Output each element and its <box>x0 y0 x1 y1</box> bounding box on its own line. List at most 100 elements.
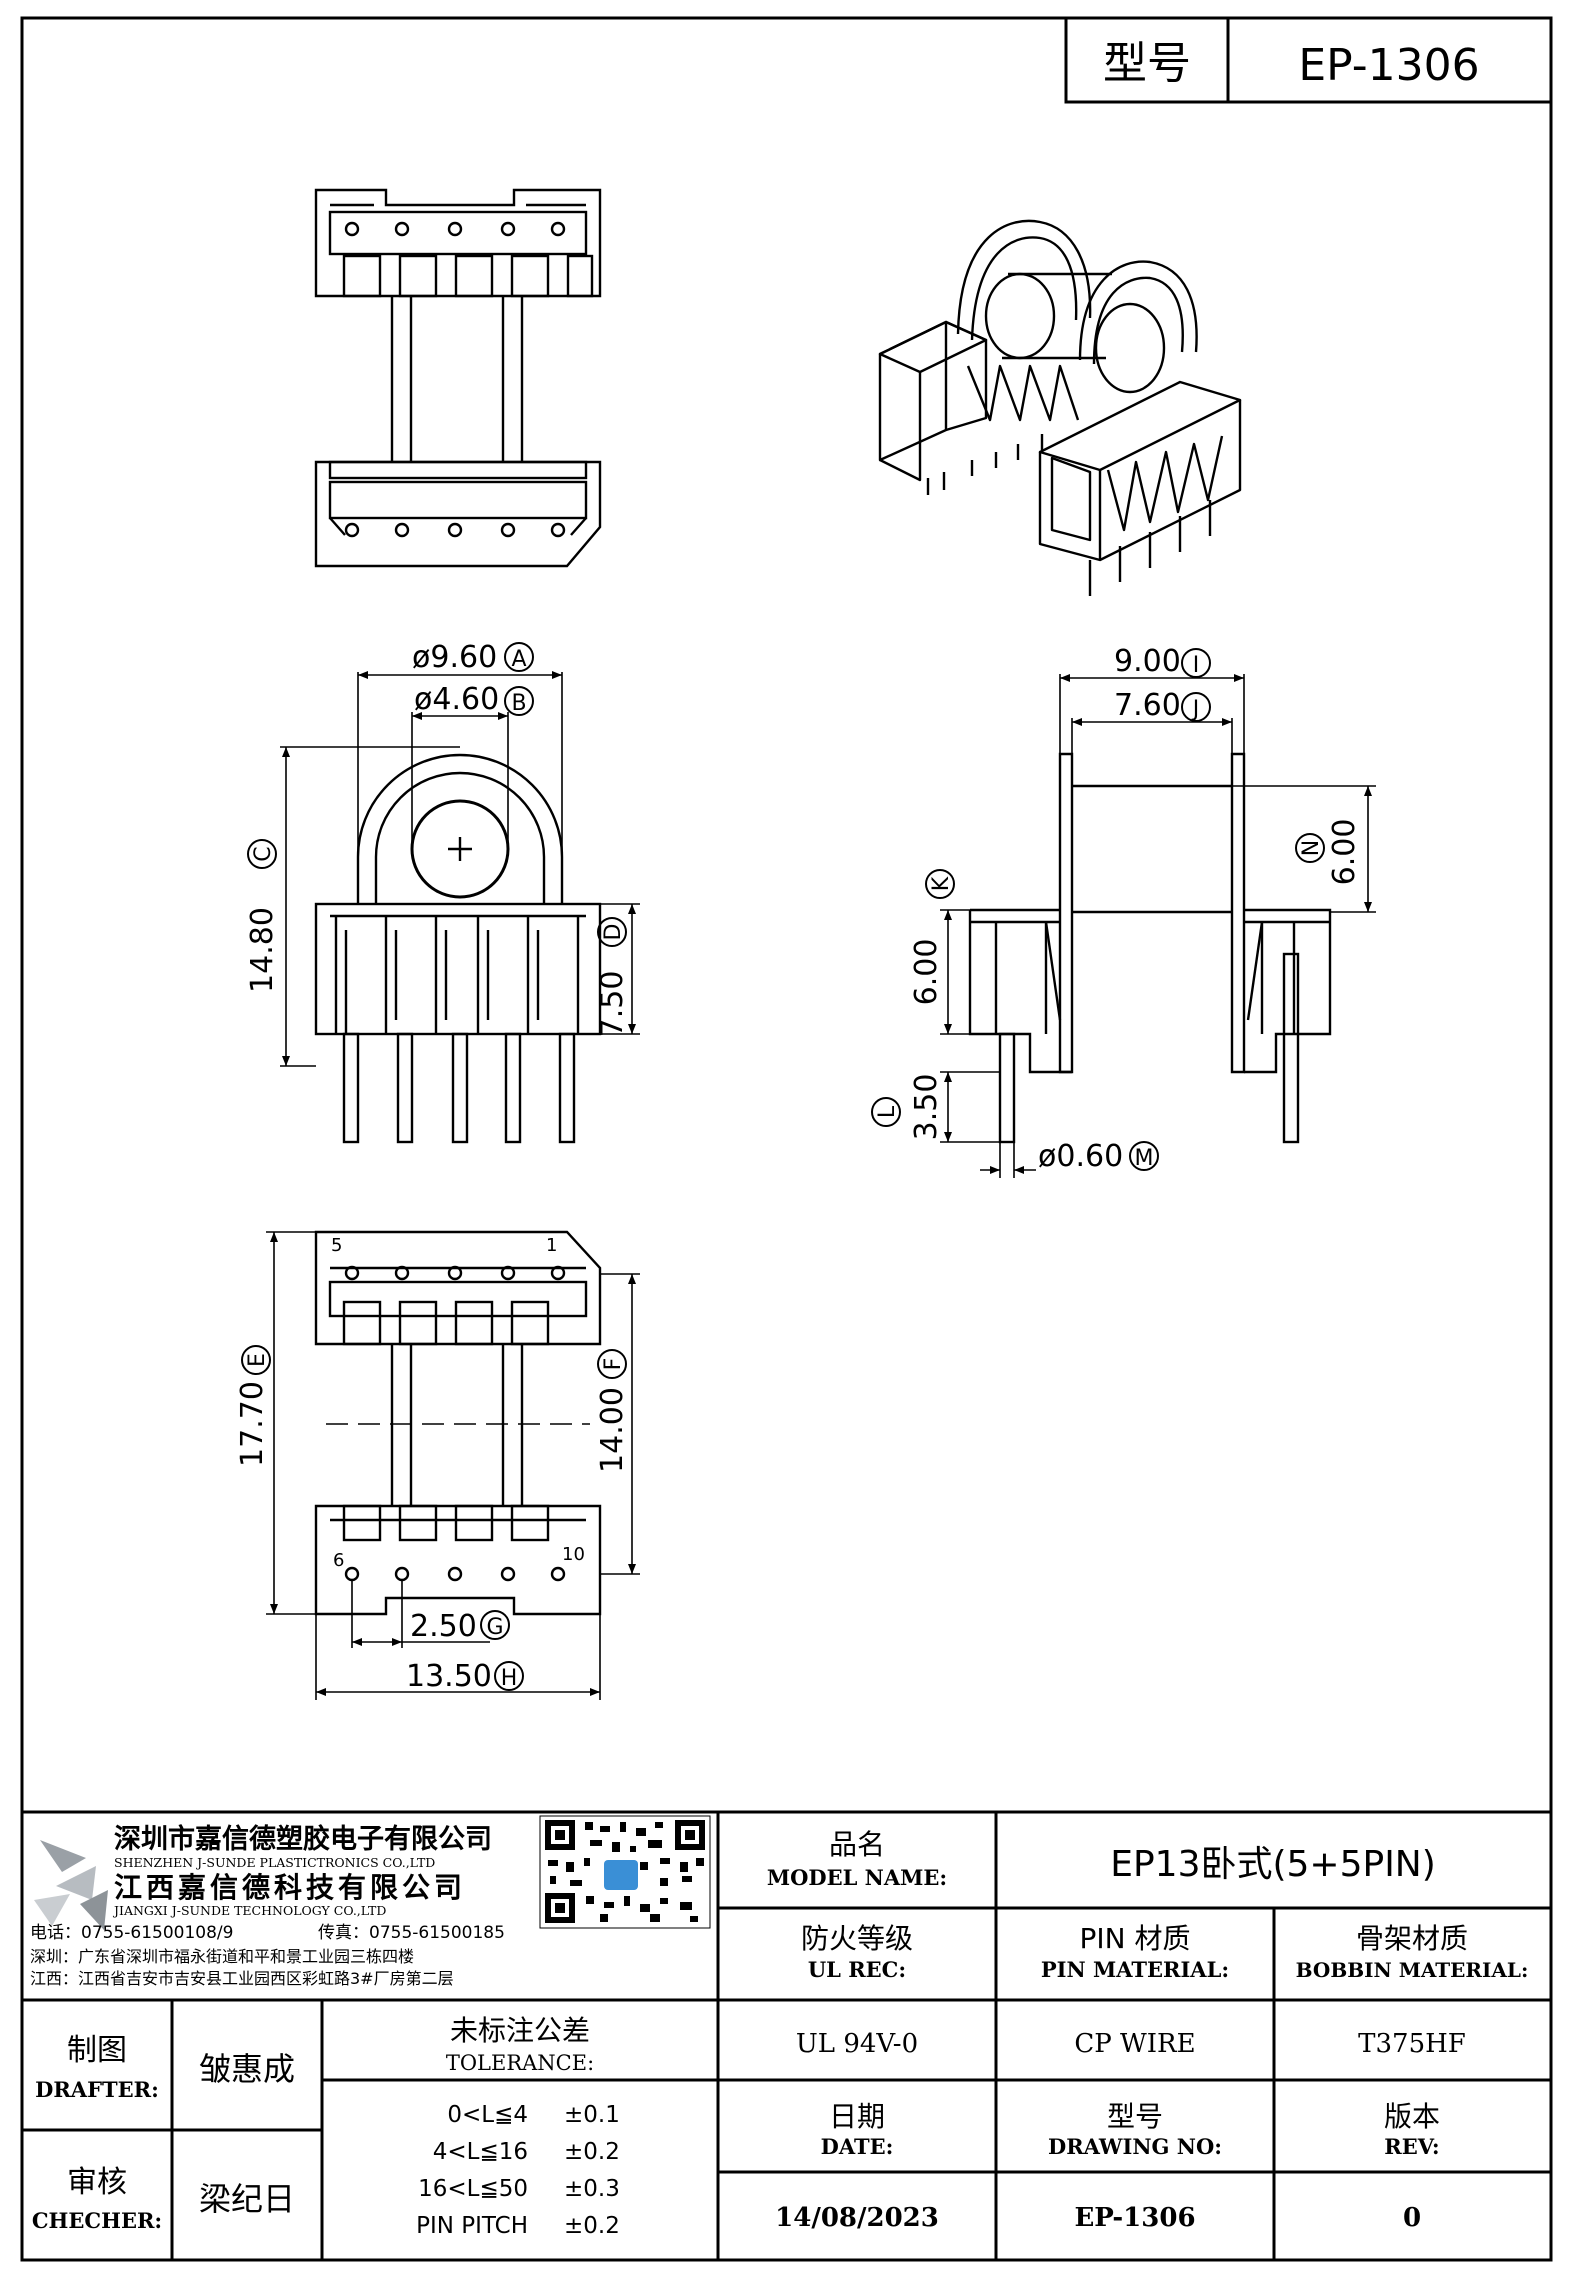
date-label-cn: 日期 <box>829 2100 885 2133</box>
dim-b-tag: B <box>511 691 526 716</box>
company-tel: 电话：0755-61500108/9 <box>30 1923 233 1943</box>
company-name-cn-1: 深圳市嘉信德塑胶电子有限公司 <box>114 1823 492 1855</box>
bobbin-material-label-en: BOBBIN MATERIAL: <box>1296 1958 1529 1982</box>
pin-6-label: 6 <box>333 1550 344 1571</box>
bottom-dims <box>266 1231 640 1700</box>
bobbin-material-label-cn: 骨架材质 <box>1356 1922 1468 1955</box>
bottom-dim-labels: 17.70 E 14.00 F 2.50 G 13.50 H <box>235 1345 630 1694</box>
company-logo <box>34 1840 108 1930</box>
dim-e-value: 17.70 <box>235 1381 270 1467</box>
pin-material-value: CP WIRE <box>1074 2029 1195 2059</box>
qr-code <box>539 1815 711 1929</box>
model-name-label-cn: 品名 <box>829 1828 885 1861</box>
title-block <box>22 1810 1551 2260</box>
company-fax: 传真：0755-61500185 <box>318 1923 505 1943</box>
drafter-name: 皱惠成 <box>199 2050 295 2088</box>
drawing-no-label-cn: 型号 <box>1107 2100 1163 2133</box>
bobbin-material-value: T375HF <box>1358 2029 1466 2059</box>
date-value: 14/08/2023 <box>775 2203 939 2233</box>
dim-a-value: ø9.60 <box>412 640 497 675</box>
tolerance-range: PIN PITCH <box>416 2213 528 2239</box>
ul-label-en: UL REC: <box>808 1957 906 1982</box>
drawing-no-label-en: DRAWING NO: <box>1048 2134 1222 2159</box>
dim-m-tag: M <box>1135 1146 1154 1171</box>
front-dims <box>280 671 640 1067</box>
drawing-no-value: EP-1306 <box>1074 2203 1195 2233</box>
dim-g-tag: G <box>486 1615 503 1640</box>
dim-k-value: 6.00 <box>909 939 944 1006</box>
drafter-label-cn: 制图 <box>67 2033 127 2068</box>
dim-n-value: 6.00 <box>1327 819 1362 886</box>
front-dim-labels: ø9.60 A ø4.60 B 14.80 C 7.50 D <box>245 640 630 1037</box>
dim-e-tag: E <box>245 1353 270 1367</box>
tolerance-label-en: TOLERANCE: <box>446 2051 594 2075</box>
tolerance-value: ±0.1 <box>564 2102 620 2128</box>
company-name-en-1: SHENZHEN J-SUNDE PLASTICTRONICS CO.,LTD <box>114 1855 435 1870</box>
model-box: 型号 EP-1306 <box>1064 16 1553 104</box>
pin-5-label: 5 <box>331 1235 342 1256</box>
drafter-label-en: DRAFTER: <box>35 2077 159 2102</box>
date-label-en: DATE: <box>821 2134 894 2159</box>
side-dim-labels: 9.00 I 7.60 J 6.00 N K 6.00 3.50 L ø0.60… <box>871 644 1362 1174</box>
model-box-value: EP-1306 <box>1298 40 1479 91</box>
dim-m-value: ø0.60 <box>1038 1139 1123 1174</box>
pin-material-label-cn: PIN 材质 <box>1080 1922 1191 1955</box>
dim-d-tag: D <box>601 924 626 941</box>
dim-i-tag: I <box>1193 653 1200 678</box>
model-name-label-en: MODEL NAME: <box>767 1865 947 1890</box>
dim-j-tag: J <box>1191 697 1200 722</box>
ul-label-cn: 防火等级 <box>801 1922 913 1955</box>
top-view <box>314 188 602 568</box>
dim-l-value: 3.50 <box>909 1074 944 1141</box>
tolerance-range: 0<L≦4 <box>447 2102 528 2128</box>
dim-k-tag: K <box>929 876 954 891</box>
bottom-upper-slots <box>342 1300 550 1346</box>
tolerance-range: 16<L≦50 <box>418 2176 528 2202</box>
model-box-label: 型号 <box>1103 38 1191 89</box>
tolerance-value: ±0.2 <box>564 2213 620 2239</box>
bottom-view <box>314 1230 602 1616</box>
dim-b-value: ø4.60 <box>414 682 499 717</box>
company-name-cn-2: 江西嘉信德科技有限公司 <box>114 1871 466 1904</box>
checker-label-cn: 审核 <box>67 2165 127 2200</box>
company-name-en-2: JIANGXI J-SUNDE TECHNOLOGY CO.,LTD <box>112 1903 386 1918</box>
dim-f-value: 14.00 <box>595 1387 630 1473</box>
dim-h-value: 13.50 <box>406 1659 492 1694</box>
company-address-shenzhen: 深圳：广东省深圳市福永街道和平和景工业园三栋四楼 <box>30 1947 414 1966</box>
dim-h-tag: H <box>501 1666 518 1691</box>
checker-label-en: CHECHER: <box>32 2208 162 2233</box>
dim-d-value: 7.50 <box>595 971 630 1038</box>
dim-f-tag: F <box>601 1358 626 1371</box>
pin-1-label: 1 <box>546 1235 557 1256</box>
isometric-view <box>878 219 1242 596</box>
dim-j-value: 7.60 <box>1114 688 1181 723</box>
tolerance-range: 4<L≦16 <box>433 2139 528 2165</box>
bottom-lower-slots <box>342 1504 550 1542</box>
dim-n-tag: N <box>1299 840 1324 856</box>
pin-10-label: 10 <box>562 1544 585 1565</box>
dim-i-value: 9.00 <box>1114 644 1181 679</box>
sheet-border <box>20 16 1553 2262</box>
dim-g-value: 2.50 <box>410 1609 477 1644</box>
tolerance-label-cn: 未标注公差 <box>450 2014 590 2047</box>
tolerance-table: 0<L≦4 ±0.1 4<L≦16 ±0.2 16<L≦50 ±0.3 PIN … <box>416 2102 620 2239</box>
tolerance-value: ±0.3 <box>564 2176 620 2202</box>
side-view <box>968 752 1332 1144</box>
ul-value: UL 94V-0 <box>796 2029 918 2059</box>
upper-slots <box>342 254 594 298</box>
rev-label-en: REV: <box>1384 2134 1439 2159</box>
bottom-pin-numbers: 5 1 6 10 <box>331 1235 585 1571</box>
model-name-value: EP13卧式(5+5PIN) <box>1110 1844 1436 1885</box>
side-dims <box>940 674 1376 1178</box>
dim-c-tag: C <box>251 846 276 861</box>
checker-name: 梁纪日 <box>199 2180 295 2218</box>
rev-value: 0 <box>1403 2203 1421 2233</box>
dim-c-value: 14.80 <box>245 907 280 993</box>
dim-a-tag: A <box>511 647 526 672</box>
rev-label-cn: 版本 <box>1384 2100 1440 2133</box>
dim-l-tag: L <box>875 1105 900 1118</box>
company-address-jiangxi: 江西：江西省吉安市吉安县工业园西区彩虹路3#厂房第二层 <box>30 1969 454 1988</box>
front-view <box>314 753 602 1144</box>
tolerance-value: ±0.2 <box>564 2139 620 2165</box>
